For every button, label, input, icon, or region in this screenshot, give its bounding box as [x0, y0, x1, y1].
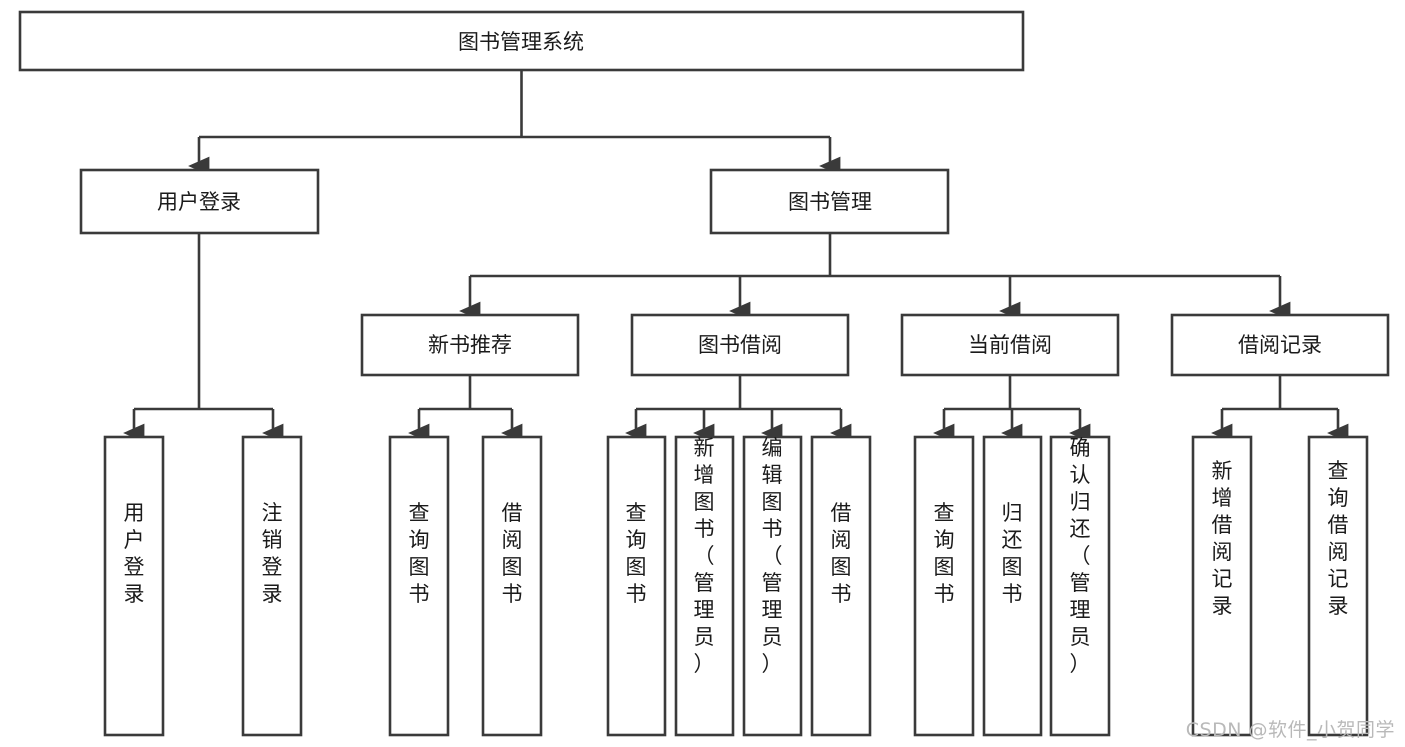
leaf-new-book-1[interactable]: 查询图书: [388, 435, 450, 737]
leaf-current-borrow-2-label: 归还图书: [1002, 501, 1023, 606]
leaf-borrow-record-1[interactable]: 新增借阅记录: [1191, 435, 1253, 737]
leaf-book-borrow-1-box[interactable]: [606, 435, 667, 737]
leaf-current-borrow-2[interactable]: 归还图书: [982, 435, 1043, 737]
node-new-book-recommend-box[interactable]: [360, 313, 580, 377]
leaf-new-book-1-box[interactable]: [388, 435, 450, 737]
leaf-new-book-2-label: 借阅图书: [502, 501, 523, 606]
node-new-book-recommend[interactable]: 新书推荐: [360, 313, 580, 377]
leaf-new-book-2-box[interactable]: [481, 435, 543, 737]
leaf-user-login-1-label: 用户登录: [124, 501, 145, 606]
leaf-book-borrow-2-label: 新增图书（管理员）: [694, 436, 715, 676]
node-borrow-record-box[interactable]: [1170, 313, 1390, 377]
leaf-book-borrow-4-label: 借阅图书: [831, 501, 852, 606]
node-book-borrow[interactable]: 图书借阅: [630, 313, 850, 377]
leaf-book-borrow-4[interactable]: 借阅图书: [810, 435, 872, 737]
edges-group: [123, 71, 1349, 443]
node-borrow-record[interactable]: 借阅记录: [1170, 313, 1390, 377]
node-book-borrow-box[interactable]: [630, 313, 850, 377]
leaf-new-book-1-label: 查询图书: [409, 501, 430, 606]
leaf-current-borrow-1[interactable]: 查询图书: [913, 435, 975, 737]
leaf-borrow-record-2[interactable]: 查询借阅记录: [1307, 435, 1369, 737]
node-user-login-box[interactable]: [79, 168, 320, 235]
node-book-borrow-label: 图书借阅: [698, 333, 782, 357]
leaf-borrow-record-1-box[interactable]: [1191, 435, 1253, 737]
node-root-box[interactable]: [18, 10, 1025, 72]
leaf-new-book-2[interactable]: 借阅图书: [481, 435, 543, 737]
leaf-current-borrow-3-box[interactable]: [1049, 435, 1111, 737]
leaf-book-borrow-4-box[interactable]: [810, 435, 872, 737]
leaf-user-login-2[interactable]: 注销登录: [241, 435, 303, 737]
leaf-book-borrow-1[interactable]: 查询图书: [606, 435, 667, 737]
leaf-borrow-record-2-box[interactable]: [1307, 435, 1369, 737]
node-user-login[interactable]: 用户登录: [79, 168, 320, 235]
leaf-user-login-2-box[interactable]: [241, 435, 303, 737]
csdn-watermark: CSDN @软件_小贺同学: [1185, 719, 1395, 741]
node-root-label: 图书管理系统: [458, 30, 584, 54]
node-current-borrow-label: 当前借阅: [968, 333, 1052, 357]
leaf-borrow-record-2-label: 查询借阅记录: [1328, 459, 1349, 618]
node-current-borrow[interactable]: 当前借阅: [900, 313, 1120, 377]
leaf-book-borrow-2[interactable]: 新增图书（管理员）: [674, 435, 735, 737]
leaf-current-borrow-1-box[interactable]: [913, 435, 975, 737]
leaf-book-borrow-3[interactable]: 编辑图书（管理员）: [742, 435, 803, 737]
node-book-manage-label: 图书管理: [788, 190, 872, 214]
node-book-manage-box[interactable]: [709, 168, 950, 235]
leaf-book-borrow-1-label: 查询图书: [626, 501, 647, 606]
leaf-book-borrow-2-box[interactable]: [674, 435, 735, 737]
node-book-manage[interactable]: 图书管理: [709, 168, 950, 235]
node-new-book-recommend-label: 新书推荐: [428, 333, 512, 357]
leaf-user-login-1-box[interactable]: [103, 435, 165, 737]
leaf-current-borrow-1-label: 查询图书: [934, 501, 955, 606]
leaf-user-login-1[interactable]: 用户登录: [103, 435, 165, 737]
node-user-login-label: 用户登录: [157, 190, 241, 214]
leaf-current-borrow-3[interactable]: 确认归还（管理员）: [1049, 435, 1111, 737]
node-root[interactable]: 图书管理系统: [18, 10, 1025, 72]
leaf-book-borrow-3-label: 编辑图书（管理员）: [762, 436, 783, 676]
node-current-borrow-box[interactable]: [900, 313, 1120, 377]
leaf-current-borrow-2-box[interactable]: [982, 435, 1043, 737]
leaf-borrow-record-1-label: 新增借阅记录: [1212, 459, 1233, 618]
node-borrow-record-label: 借阅记录: [1238, 333, 1322, 357]
leaf-current-borrow-3-label: 确认归还（管理员）: [1070, 436, 1091, 676]
leaf-user-login-2-label: 注销登录: [262, 501, 283, 606]
leaf-book-borrow-3-box[interactable]: [742, 435, 803, 737]
